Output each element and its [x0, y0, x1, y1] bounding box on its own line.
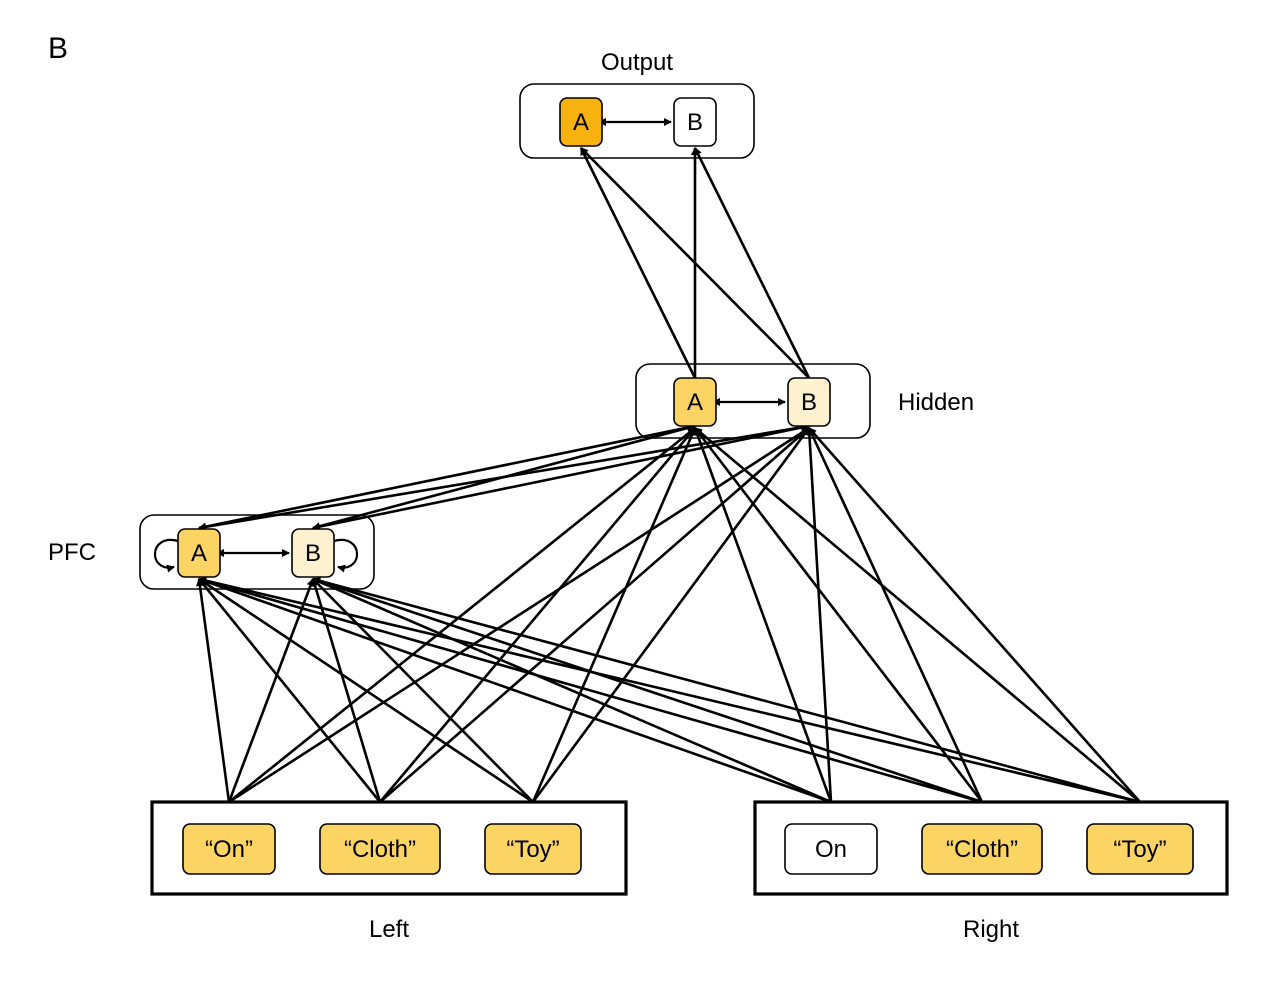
unit-label: On [815, 836, 847, 863]
unit-pfc-b: B [291, 528, 335, 578]
right-group-box [753, 800, 1229, 896]
unit-box [784, 823, 878, 875]
unit-output-b: B [673, 97, 717, 147]
connection-r_toy-to-hid_a [694, 427, 1141, 803]
self-loop-pfc_b [333, 538, 359, 573]
connection-r_on-to-pfc_a [198, 577, 832, 804]
connection-l_on-to-hid_b [228, 426, 810, 804]
unit-left-on: “On” [182, 823, 276, 875]
self-loop-pfc_a [153, 538, 179, 573]
connection-hid_a-to-out_a [579, 147, 697, 379]
connection-hid_b-to-pfc_b [312, 424, 810, 531]
unit-right-on: On [784, 823, 878, 875]
connection-r_toy-to-pfc_b [312, 576, 1141, 804]
unit-label: A [687, 389, 703, 416]
connection-r_cloth-to-hid_b [807, 427, 984, 803]
unit-label: “On” [205, 836, 253, 863]
unit-box [319, 823, 441, 875]
unit-box [1086, 823, 1194, 875]
unit-box [484, 823, 582, 875]
unit-label: “Toy” [506, 836, 559, 863]
unit-box [787, 377, 831, 427]
left-label: Left [369, 916, 409, 943]
connection-hid_b-to-out_a [580, 147, 810, 379]
unit-label: B [801, 389, 817, 416]
unit-right-toy: “Toy” [1086, 823, 1194, 875]
connection-r_toy-to-hid_b [808, 427, 1141, 803]
connection-hid_a-to-pfc_a [198, 424, 696, 531]
unit-hidden-a: A [673, 377, 717, 427]
connection-l_cloth-to-hid_a [379, 427, 696, 803]
unit-label: “Toy” [1113, 836, 1166, 863]
connection-r_on-to-hid_b [805, 427, 833, 803]
connection-l_cloth-to-pfc_b [311, 578, 382, 803]
unit-label: “Cloth” [344, 836, 416, 863]
unit-box [182, 823, 276, 875]
connection-hid_b-to-out_b [693, 147, 811, 379]
connection-l_on-to-pfc_a [195, 578, 231, 803]
unit-box [673, 377, 717, 427]
connections [153, 118, 1141, 804]
pfc-label: PFC [48, 539, 96, 566]
connection-l_on-to-hid_a [228, 426, 696, 804]
connection-r_on-to-hid_a [693, 427, 833, 803]
unit-label: B [305, 540, 321, 567]
unit-box [921, 823, 1043, 875]
connection-l_toy-to-pfc_a [198, 577, 534, 804]
unit-label: A [191, 540, 207, 567]
unit-left-cloth: “Cloth” [319, 823, 441, 875]
hidden-label: Hidden [898, 389, 974, 416]
unit-label: A [573, 109, 589, 136]
unit-box [673, 97, 717, 147]
unit-pfc-a: A [177, 528, 221, 578]
connection-r_cloth-to-pfc_a [198, 577, 983, 804]
output-label: Output [601, 49, 673, 76]
connection-r_toy-to-pfc_a [198, 576, 1141, 804]
connection-r_cloth-to-hid_a [693, 427, 984, 803]
units: A B A B A B “On” “Cloth” “Toy” On “Cloth” “Toy” [177, 97, 1194, 875]
left-group-box [150, 800, 628, 896]
panel-letter: B [48, 32, 68, 65]
unit-box [291, 528, 335, 578]
connection-r_on-to-pfc_b [312, 577, 832, 804]
unit-right-cloth: “Cloth” [921, 823, 1043, 875]
right-label: Right [963, 916, 1019, 943]
connection-r_cloth-to-pfc_b [312, 577, 983, 804]
unit-hidden-b: B [787, 377, 831, 427]
unit-output-a: A [559, 97, 603, 147]
connection-l_toy-to-hid_b [531, 427, 811, 803]
connection-l_toy-to-hid_a [531, 427, 697, 803]
connection-l_on-to-pfc_b [227, 578, 315, 803]
connection-hid_b-to-pfc_a [198, 424, 810, 531]
unit-label: B [687, 109, 703, 136]
unit-box [177, 528, 221, 578]
unit-label: “Cloth” [946, 836, 1018, 863]
unit-box [559, 97, 603, 147]
connection-l_toy-to-pfc_b [312, 578, 534, 803]
unit-left-toy: “Toy” [484, 823, 582, 875]
connection-l_cloth-to-pfc_a [197, 578, 382, 803]
connection-l_cloth-to-hid_b [379, 427, 810, 803]
